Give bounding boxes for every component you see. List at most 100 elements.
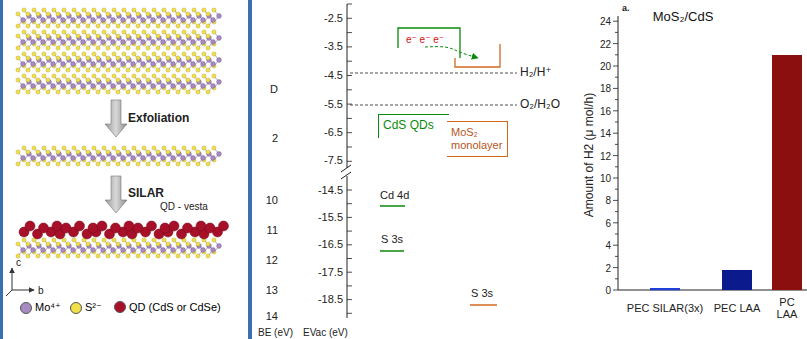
- energy-level: [380, 250, 404, 252]
- text-label: 13: [266, 284, 278, 296]
- tick-label: 20: [600, 61, 611, 72]
- bar: [650, 288, 680, 290]
- axis-tick: [347, 75, 352, 76]
- axis-tick: [613, 267, 618, 268]
- tick-label: 8: [605, 195, 611, 206]
- text-label: H₂/H⁺: [520, 66, 552, 79]
- axis-tick: [615, 256, 618, 257]
- text-label: -3.5: [324, 40, 343, 52]
- mos2-layer: [16, 8, 222, 28]
- axis-tick: [347, 89, 352, 90]
- tick-label: 22: [600, 38, 611, 49]
- legend-swatch: [70, 302, 82, 314]
- text-label: Exfoliation: [128, 112, 189, 125]
- axis-tick: [615, 278, 618, 279]
- text-label: -7.5: [324, 154, 343, 166]
- redox-level: [350, 105, 517, 106]
- text-label: -6.5: [324, 126, 343, 138]
- energy-level: [380, 205, 405, 207]
- text-label: c: [16, 257, 21, 268]
- text-label: Cd 4d: [380, 189, 409, 201]
- text-label: a.: [622, 4, 630, 14]
- text-label: -2.5: [324, 12, 343, 24]
- band-label: MoS₂ monolayer: [451, 126, 504, 151]
- category-label: PC LAA: [777, 296, 798, 320]
- text-label: S 3s: [381, 233, 403, 245]
- axis-tick: [615, 32, 618, 33]
- text-label: e⁻ e⁻ e⁻: [406, 34, 444, 45]
- axis-tick: [615, 166, 618, 167]
- axis-tick: [347, 32, 352, 33]
- legend-item: S²⁻: [70, 301, 102, 314]
- axis-tick: [615, 189, 618, 190]
- axis-tick: [347, 161, 352, 162]
- axis-tick: [347, 299, 352, 300]
- axis-tick: [347, 118, 352, 119]
- axis-tick: [347, 190, 352, 191]
- text-label: BE (eV): [258, 327, 293, 338]
- text-label: S 3s: [471, 287, 493, 299]
- axis-tick: [347, 272, 352, 273]
- category-label: PEC LAA: [714, 302, 760, 314]
- tick-label: 6: [605, 217, 611, 228]
- axis-tick: [347, 18, 352, 19]
- text-label: QD - vesta: [160, 201, 208, 212]
- axis-tick: [615, 122, 618, 123]
- text-label: -18.5: [318, 293, 343, 305]
- energy-axis: [347, 176, 348, 318]
- axis-tick: [347, 313, 352, 314]
- energy-axis: [347, 4, 348, 168]
- band-label: CdS QDs: [383, 119, 446, 133]
- axis-break: [341, 172, 351, 179]
- text-label: -14.5: [318, 184, 343, 196]
- text-label: -17.5: [318, 266, 343, 278]
- panel-border: [248, 0, 252, 339]
- axis-tick: [615, 77, 618, 78]
- axis-tick: [347, 203, 352, 204]
- axis-arrow: [12, 268, 13, 290]
- cds-conduction-band: [398, 28, 460, 58]
- legend-label: S²⁻: [85, 301, 102, 314]
- mos2-conduction-band: [455, 44, 500, 67]
- axis-break: [341, 165, 351, 172]
- axis-tick: [613, 178, 618, 179]
- axis-tick: [613, 245, 618, 246]
- mos2-layer: [16, 238, 222, 258]
- axis-tick: [613, 155, 618, 156]
- band-box: CdS QDs: [378, 114, 449, 138]
- axis-tick: [347, 147, 352, 148]
- tick-label: 10: [600, 173, 611, 184]
- axis-tick: [615, 234, 618, 235]
- electron-transfer-arrow: [425, 47, 478, 58]
- text-label: D: [270, 83, 278, 95]
- tick-label: 16: [600, 105, 611, 116]
- axis-tick: [613, 110, 618, 111]
- axis-arrow: [12, 290, 34, 291]
- text-label: -4.5: [324, 69, 343, 81]
- quantum-dots: [19, 221, 229, 239]
- legend-label: QD (CdS or CdSe): [129, 301, 221, 313]
- legend-label: Mo⁴⁺: [35, 301, 61, 314]
- panel-border: [0, 0, 3, 339]
- energy-level: [470, 304, 497, 306]
- axis-tick: [615, 54, 618, 55]
- legend-swatch: [20, 302, 32, 314]
- redox-level: [350, 73, 517, 74]
- tick-label: 18: [600, 83, 611, 94]
- legend-swatch: [114, 301, 126, 313]
- chart-axis: [618, 16, 619, 290]
- axis-tick: [613, 66, 618, 67]
- axis-tick: [347, 46, 352, 47]
- text-label: SILAR: [128, 187, 164, 200]
- band-box: MoS₂ monolayer: [447, 121, 508, 157]
- axis-tick: [615, 99, 618, 100]
- axis-tick: [613, 290, 618, 291]
- mos2-layer: [16, 146, 222, 166]
- axis-tick: [347, 132, 352, 133]
- text-label: -15.5: [318, 211, 343, 223]
- axis-tick: [613, 133, 618, 134]
- axis-tick: [615, 144, 618, 145]
- mos2-layer: [16, 74, 222, 94]
